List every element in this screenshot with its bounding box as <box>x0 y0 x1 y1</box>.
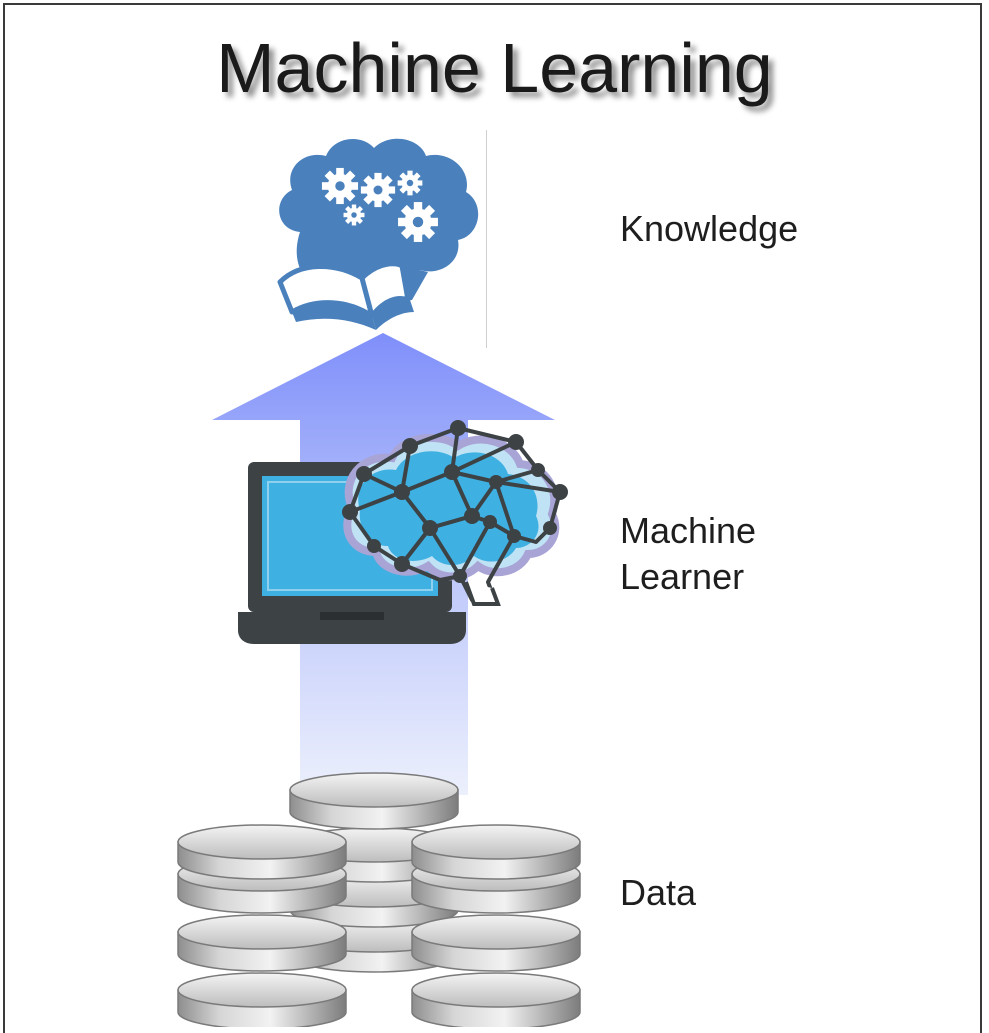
diagram-title: Machine Learning <box>216 29 773 107</box>
database-stack-icon <box>177 772 581 1027</box>
brain-gears-book-icon <box>277 138 479 330</box>
laptop-neural-brain-icon <box>238 420 568 644</box>
knowledge-label: Knowledge <box>620 208 799 249</box>
machine-learner-label-line1: Machine <box>620 510 757 551</box>
divider-line <box>486 130 487 348</box>
machine-learner-label-line2: Learner <box>620 556 745 598</box>
data-label: Data <box>620 872 697 913</box>
machine-learner-label: Machine Learner <box>620 508 880 600</box>
